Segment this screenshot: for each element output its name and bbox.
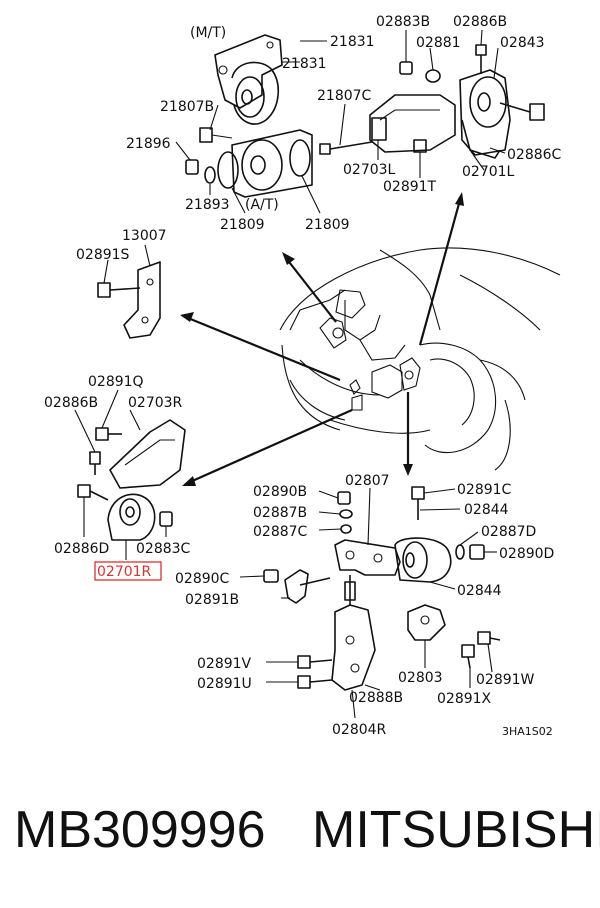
- nut-02890d: [469, 544, 485, 560]
- label-02883c: 02883C: [136, 541, 191, 557]
- bracket-02804r: [331, 604, 376, 691]
- label-02883b: 02883B: [376, 14, 430, 30]
- washer-02887b: [339, 509, 353, 519]
- stud-vertical: [344, 575, 356, 605]
- nut-02883b: [399, 61, 413, 75]
- label-02887b: 02887B: [253, 505, 307, 521]
- label-21831-a: 21831: [330, 34, 375, 50]
- label-02891s: 02891S: [76, 247, 130, 263]
- label-21831-b: 21831: [282, 56, 327, 72]
- label-02887d: 02887D: [481, 524, 536, 540]
- label-02703l: 02703L: [343, 162, 396, 178]
- label-21809-b: 21809: [305, 217, 350, 233]
- label-13007: 13007: [122, 228, 167, 244]
- mt-mount-bracket: [214, 34, 283, 125]
- bolt-21807c: [319, 141, 373, 155]
- label-at: (A/T): [245, 197, 279, 213]
- label-02891w: 02891W: [476, 672, 535, 688]
- label-21896: 21896: [126, 136, 171, 152]
- bolt-02891u: [297, 675, 333, 689]
- engine-silhouette: [279, 247, 561, 471]
- washer-02887c: [340, 524, 352, 534]
- footer: MB309996 MITSUBISHI: [0, 800, 600, 890]
- label-02844-b: 02844: [457, 583, 502, 599]
- label-21807c: 21807C: [317, 88, 372, 104]
- left-mount-insulator: [459, 69, 511, 159]
- left-mount-bracket: [369, 94, 456, 153]
- bolt-02886b-top: [475, 44, 487, 74]
- label-02844-a: 02844: [464, 502, 509, 518]
- label-02891c: 02891C: [457, 482, 512, 498]
- bolt-02886b-left: [89, 451, 101, 475]
- label-02891x: 02891X: [437, 691, 492, 707]
- label-21893: 21893: [185, 197, 230, 213]
- bracket-02803: [407, 604, 446, 641]
- label-02891v: 02891V: [197, 656, 252, 672]
- label-diagram-code: 3HA1S02: [502, 725, 553, 738]
- label-02891t: 02891T: [383, 179, 437, 195]
- label-02890b: 02890B: [253, 484, 307, 500]
- label-02807: 02807: [345, 473, 390, 489]
- bracket-02703r: [109, 419, 186, 489]
- bolt-02886d: [77, 484, 109, 501]
- label-02890d: 02890D: [499, 546, 554, 562]
- washer-21893: [204, 166, 216, 184]
- bolt-02891c: [411, 486, 425, 520]
- bolt-02891x: [461, 644, 475, 669]
- bolt-02891w: [477, 631, 501, 645]
- leader-lines: [74, 29, 506, 719]
- label-02881: 02881: [416, 35, 461, 51]
- bolt-02891s: [97, 282, 141, 298]
- at-mount-insulator: [217, 129, 313, 198]
- bolt-02891v: [297, 655, 333, 669]
- bolt-02843: [499, 102, 545, 121]
- label-02886d: 02886D: [54, 541, 109, 557]
- label-02886c: 02886C: [507, 147, 562, 163]
- label-02886b-top: 02886B: [453, 14, 507, 30]
- bolt-21807b: [199, 127, 233, 143]
- label-02891b: 02891B: [185, 592, 239, 608]
- label-02887c: 02887C: [253, 524, 308, 540]
- pointer-arrows: [180, 192, 464, 486]
- label-02891u: 02891U: [197, 676, 252, 692]
- label-02843: 02843: [500, 35, 545, 51]
- callout-labels: (M/T) 21831 21831 21807B 21896 21893 (A/…: [44, 14, 562, 738]
- label-mt: (M/T): [190, 25, 226, 41]
- label-02701l: 02701L: [462, 164, 515, 180]
- label-02890c: 02890C: [175, 571, 230, 587]
- highlight-box-02701r: [94, 561, 162, 581]
- label-02803: 02803: [398, 670, 443, 686]
- label-21809-a: 21809: [220, 217, 265, 233]
- label-02804r: 02804R: [332, 722, 387, 738]
- nut-02883c: [159, 511, 173, 527]
- bolt-02891q: [95, 427, 122, 441]
- brand-name: MITSUBISHI: [312, 801, 600, 859]
- stud-02890c: [263, 569, 279, 583]
- bracket-13007: [123, 261, 161, 339]
- nut-02890b: [337, 491, 351, 505]
- label-02888b: 02888B: [349, 690, 403, 706]
- bracket-02891b: [284, 569, 331, 604]
- label-02703r: 02703R: [128, 395, 183, 411]
- nut-02881: [425, 69, 441, 83]
- bolt-02891t: [413, 139, 427, 165]
- washer-02887d: [455, 544, 465, 560]
- bracket-02807: [334, 539, 401, 576]
- engine-mount-diagram: (M/T) 21831 21831 21807B 21896 21893 (A/…: [44, 14, 562, 738]
- nut-21896: [185, 159, 199, 175]
- part-number: MB309996: [14, 801, 266, 859]
- label-02701r: 02701R: [97, 564, 152, 580]
- mount-02701r: [107, 493, 156, 541]
- label-02891q: 02891Q: [88, 374, 144, 390]
- label-21807b: 21807B: [160, 99, 214, 115]
- label-02886b-left: 02886B: [44, 395, 98, 411]
- insulator-02844: [394, 537, 452, 583]
